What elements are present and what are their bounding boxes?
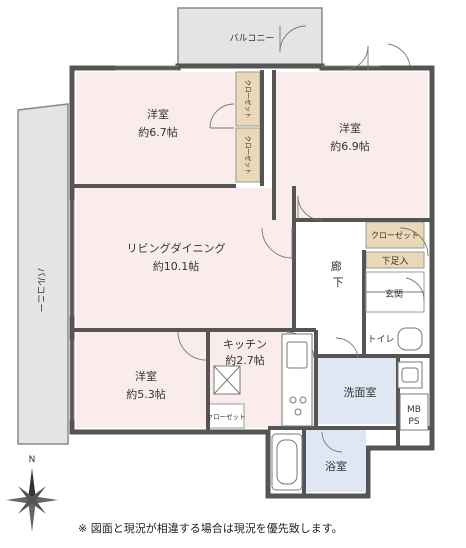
disclaimer-note: ※ 図面と現況が相違する場合は現況を優先致します。 <box>78 522 343 535</box>
balcony-left: バルコニー <box>17 103 69 445</box>
balcony-left-label: バルコニー <box>35 268 46 313</box>
closet-3-label: クローゼット <box>371 230 419 240</box>
room-toilet-name: トイレ <box>367 335 394 345</box>
room-western-3-size: 約5.3帖 <box>126 387 166 401</box>
room-western-1-size: 約6.7帖 <box>138 125 178 139</box>
room-kitchen-name: キッチン <box>223 338 267 351</box>
compass-north-label: N <box>29 455 36 465</box>
closet-3 <box>365 221 425 249</box>
room-corridor-label: 廊 下 <box>331 259 346 289</box>
windows <box>69 65 380 420</box>
mbps-line1: MB <box>407 405 421 415</box>
closet-4-label: クローゼット <box>207 412 246 421</box>
toilet-fixture <box>397 327 423 351</box>
closet-2-label: クローゼット <box>244 136 253 175</box>
room-bath <box>306 428 366 492</box>
closet-1-label: クローゼット <box>244 80 253 119</box>
bathtub <box>271 433 303 491</box>
closet-4 <box>207 403 245 429</box>
kitchen-counter <box>281 333 313 427</box>
room-western-2 <box>276 72 428 218</box>
closet-1 <box>235 71 261 127</box>
room-bath-name: 浴室 <box>325 459 347 473</box>
wash-basin <box>397 361 423 389</box>
entrance-area <box>365 271 425 313</box>
room-living-size: 約10.1帖 <box>153 259 200 273</box>
room-western-2-size: 約6.9帖 <box>330 139 370 153</box>
corridor-char-2: 下 <box>333 276 344 289</box>
shoe-box-name: 下足入 <box>381 256 408 267</box>
mbps-box <box>399 393 429 431</box>
room-kitchen-size: 約2.7帖 <box>225 353 265 367</box>
room-living <box>76 188 294 328</box>
room-western-1 <box>76 72 236 184</box>
compass-north-icon <box>28 468 36 500</box>
room-corridor-name: 廊 下 <box>331 259 346 289</box>
interior-walls <box>72 70 432 496</box>
balcony-top-label: バルコニー <box>230 33 275 44</box>
room-western-3-name: 洋室 <box>135 369 157 383</box>
stove-burner <box>289 396 297 404</box>
mbps-line2: PS <box>408 417 419 427</box>
stove-burner <box>299 396 307 404</box>
room-western-1-name: 洋室 <box>147 107 169 121</box>
room-entrance-name: 玄関 <box>385 288 403 300</box>
room-living-name: リビングダイニング <box>127 241 226 255</box>
balcony-top: バルコニー <box>177 7 323 67</box>
compass: N <box>6 455 58 532</box>
room-washroom-name: 洗面室 <box>344 385 377 399</box>
storage-x <box>213 365 241 395</box>
stove-burner <box>294 408 302 416</box>
corridor-char-1: 廊 <box>331 259 342 273</box>
room-western-2-name: 洋室 <box>339 121 361 135</box>
room-western-3 <box>76 332 206 428</box>
room-washroom <box>318 358 398 424</box>
kitchen-sink <box>286 341 308 369</box>
